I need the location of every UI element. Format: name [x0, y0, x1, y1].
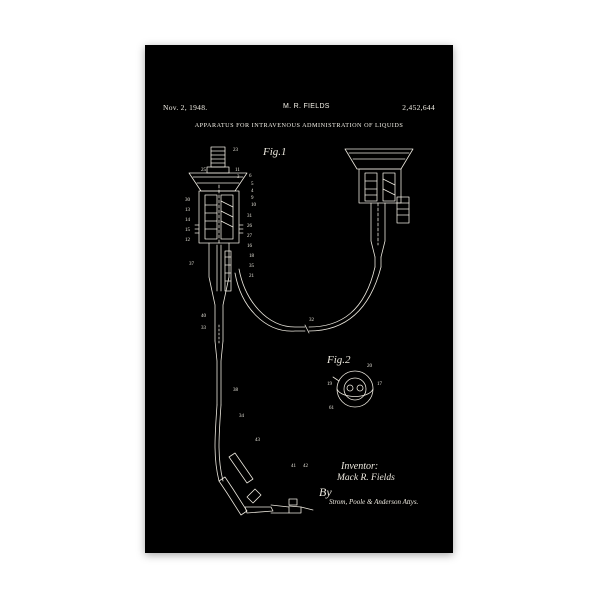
- ref-17: 17: [377, 382, 383, 387]
- ref-34: 34: [239, 414, 245, 419]
- patent-poster: Nov. 2, 1948. M. R. FIELDS 2,452,644 APP…: [145, 45, 453, 553]
- ref-9: 9: [251, 196, 254, 201]
- ref-11: 11: [235, 168, 240, 173]
- ref-15: 15: [185, 228, 191, 233]
- ref-41: 41: [291, 464, 297, 469]
- ref-61: 61: [329, 406, 335, 411]
- patent-drawing: Fig.1 Fig.2 23 25 11 3 6 5 4 9 10 30 13 …: [185, 146, 414, 516]
- ref-4: 4: [251, 189, 254, 194]
- fig2-label: Fig.2: [326, 354, 351, 366]
- right-drip-chamber: [344, 148, 414, 268]
- ref-26: 26: [247, 224, 253, 229]
- fig2-cross-section: [332, 370, 374, 408]
- ref-23: 23: [233, 148, 239, 153]
- ref-27: 27: [247, 234, 253, 239]
- ref-3: 3: [237, 175, 240, 180]
- ref-18: 18: [249, 254, 255, 259]
- ref-35: 35: [249, 264, 255, 269]
- by-label: By: [319, 485, 332, 499]
- attorneys-signature: Strom, Poole & Anderson Attys.: [329, 498, 419, 506]
- ref-37: 37: [189, 262, 195, 267]
- ref-40: 40: [201, 314, 207, 319]
- ref-33: 33: [201, 326, 207, 331]
- ref-6: 6: [249, 174, 252, 179]
- ref-19: 19: [327, 382, 333, 387]
- ref-14: 14: [185, 218, 191, 223]
- patent-date: Nov. 2, 1948.: [163, 103, 208, 112]
- patent-number: 2,452,644: [402, 103, 435, 112]
- patent-title: APPARATUS FOR INTRAVENOUS ADMINISTRATION…: [194, 122, 404, 129]
- ref-25: 25: [201, 168, 207, 173]
- ref-5: 5: [251, 182, 254, 187]
- ref-43: 43: [255, 438, 261, 443]
- fig1-label: Fig.1: [262, 146, 287, 158]
- ref-13: 13: [185, 208, 191, 213]
- ref-12: 12: [185, 238, 191, 243]
- ref-20: 20: [367, 364, 373, 369]
- reference-numerals: 23 25 11 3 6 5 4 9 10 30 13 14 15 12 31 …: [185, 148, 383, 469]
- inventor-label: Inventor:: [341, 461, 379, 472]
- ref-16: 16: [247, 244, 253, 249]
- left-drip-chamber: [188, 146, 248, 406]
- ref-21: 21: [249, 274, 255, 279]
- needle-adapter: [218, 452, 314, 516]
- lower-tubing: [214, 404, 224, 482]
- ref-38: 38: [233, 388, 239, 393]
- ref-10: 10: [251, 203, 257, 208]
- ref-32: 32: [309, 318, 315, 323]
- connecting-tube: [234, 266, 382, 334]
- inventor-name: Mack R. Fields: [337, 473, 395, 483]
- ref-31: 31: [247, 214, 253, 219]
- patent-inventor-header: M. R. FIELDS: [283, 103, 330, 110]
- ref-30: 30: [185, 198, 191, 203]
- ref-42: 42: [303, 464, 309, 469]
